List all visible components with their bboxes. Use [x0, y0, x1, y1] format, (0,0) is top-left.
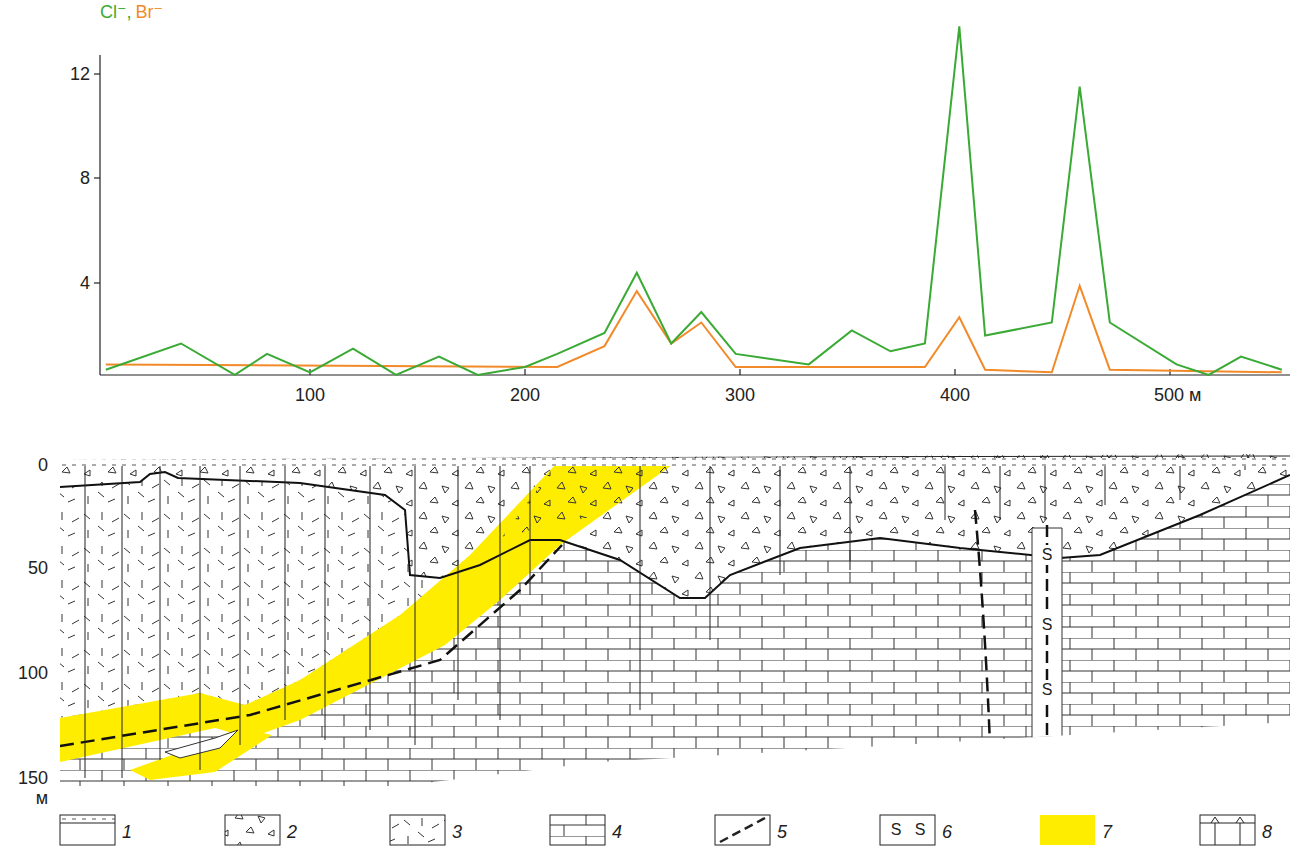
mineral-symbol: S	[1040, 680, 1055, 700]
legend-swatch	[1040, 815, 1095, 845]
drill-hole	[236, 452, 244, 745]
tick-label: 12	[70, 64, 90, 84]
axis-title: Cl⁻,	[100, 2, 132, 22]
mineral-symbol: S	[915, 820, 926, 840]
fault	[975, 510, 990, 745]
legend-number: 2	[287, 822, 297, 842]
drill-hole	[118, 452, 126, 778]
tick-label: м	[36, 788, 48, 808]
ore-zone	[60, 465, 672, 762]
drill-hole	[196, 452, 204, 770]
tick-label: 100	[295, 385, 325, 405]
drill-hole	[411, 452, 419, 745]
tick-label: 8	[80, 168, 90, 188]
mineral-symbol: S	[1040, 615, 1055, 635]
drill-hole	[156, 452, 164, 760]
drill-hole	[81, 452, 89, 778]
drill-hole	[496, 452, 504, 720]
tick-label: 200	[510, 385, 540, 405]
legend-number: 7	[1102, 822, 1112, 842]
legend-number: 4	[612, 822, 622, 842]
ore-zone-lower	[130, 728, 272, 780]
legend-samples	[60, 815, 1255, 845]
axis-title: Br⁻	[136, 2, 164, 22]
tick-label: 50	[28, 558, 48, 578]
geologic-section	[0, 440, 1293, 800]
tick-label: 0	[38, 455, 48, 475]
chart-axes	[94, 55, 1290, 375]
mineral-symbol: S	[1040, 545, 1055, 565]
legend-number: 3	[452, 822, 462, 842]
drill-hole	[281, 452, 289, 720]
chloride-line	[106, 26, 1282, 375]
drill-hole	[526, 452, 534, 595]
drill-hole	[846, 452, 854, 570]
drill-hole	[776, 452, 784, 575]
tick-label: 100	[18, 663, 48, 683]
legend-number: 1	[122, 822, 132, 842]
drill-hole	[366, 452, 374, 730]
drill-hole	[454, 452, 462, 700]
tick-label: 500 м	[1154, 385, 1201, 405]
tick-label: 150	[18, 768, 48, 788]
tick-label: 400	[940, 385, 970, 405]
drill-hole	[706, 452, 714, 640]
drill-hole	[321, 452, 329, 740]
legend-number: 6	[942, 822, 952, 842]
drill-hole	[636, 452, 644, 710]
thrust-fault	[60, 545, 562, 746]
legend-number: 5	[777, 822, 787, 842]
tick-label: 4	[80, 273, 90, 293]
legend-number: 8	[1262, 822, 1272, 842]
tick-label: 300	[725, 385, 755, 405]
mineral-symbol: S	[891, 820, 902, 840]
